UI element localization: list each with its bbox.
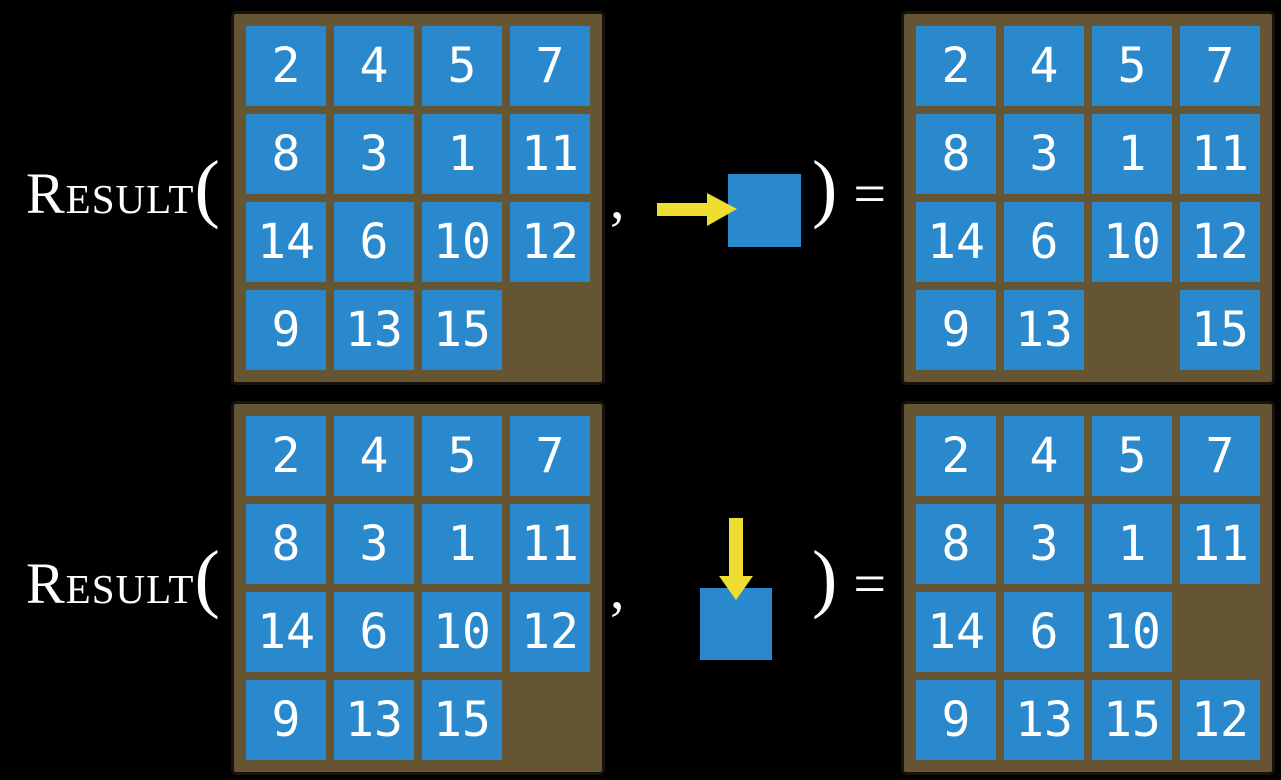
puzzle-tile: 8 [246, 114, 326, 194]
puzzle-tile: 9 [916, 680, 996, 760]
puzzle-tile: 13 [1004, 290, 1084, 370]
function-name: Result [26, 161, 195, 226]
puzzle-tile: 10 [1092, 592, 1172, 672]
puzzle-tile: 11 [510, 114, 590, 194]
puzzle-tile: 4 [1004, 26, 1084, 106]
puzzle-tile: 13 [334, 680, 414, 760]
puzzle-tile: 6 [334, 592, 414, 672]
close-paren-equals: ) = [812, 540, 886, 617]
puzzle-tile: 2 [246, 26, 326, 106]
puzzle-tile: 15 [1180, 290, 1260, 370]
function-name: Result [26, 551, 195, 616]
equals-sign: = [853, 161, 887, 226]
puzzle-tile: 13 [334, 290, 414, 370]
result-function-label: Result( [26, 150, 220, 227]
equals-sign: = [853, 551, 887, 616]
puzzle-tile: 9 [246, 680, 326, 760]
empty-cell [1092, 290, 1172, 370]
puzzle-tile: 15 [422, 680, 502, 760]
puzzle-tile: 10 [422, 202, 502, 282]
puzzle-tile: 4 [1004, 416, 1084, 496]
puzzle-tile: 1 [1092, 114, 1172, 194]
arrow-shaft [729, 518, 743, 578]
puzzle-tile: 6 [334, 202, 414, 282]
empty-cell [1180, 592, 1260, 672]
comma-separator: , [610, 166, 625, 231]
puzzle-tile: 12 [510, 202, 590, 282]
puzzle-tile: 7 [1180, 416, 1260, 496]
puzzle-tile: 8 [916, 114, 996, 194]
puzzle-tile: 3 [334, 114, 414, 194]
puzzle-tile: 14 [916, 592, 996, 672]
puzzle-tile: 5 [422, 26, 502, 106]
puzzle-tile: 12 [510, 592, 590, 672]
puzzle-tile: 5 [422, 416, 502, 496]
puzzle-tile: 6 [1004, 202, 1084, 282]
moved-tile-square [728, 174, 801, 247]
close-paren-icon: ) [812, 536, 838, 620]
puzzle-tile: 2 [916, 416, 996, 496]
arrow-down-icon [719, 518, 753, 600]
puzzle-tile: 15 [1092, 680, 1172, 760]
puzzle-tile: 14 [246, 202, 326, 282]
puzzle-tile: 8 [916, 504, 996, 584]
puzzle-tile: 5 [1092, 26, 1172, 106]
puzzle-tile: 13 [1004, 680, 1084, 760]
arrow-head [707, 193, 737, 226]
puzzle-tile: 3 [1004, 114, 1084, 194]
puzzle-tile: 2 [916, 26, 996, 106]
puzzle-tile: 8 [246, 504, 326, 584]
arrow-head [719, 576, 753, 600]
puzzle-tile: 1 [422, 504, 502, 584]
puzzle-tile: 7 [1180, 26, 1260, 106]
comma-separator: , [610, 556, 625, 621]
puzzle-tile: 7 [510, 26, 590, 106]
arrow-shaft [657, 203, 709, 216]
puzzle-tile: 3 [1004, 504, 1084, 584]
empty-cell [510, 680, 590, 760]
puzzle-tile: 9 [246, 290, 326, 370]
puzzle-tile: 11 [1180, 114, 1260, 194]
result-function-label: Result( [26, 540, 220, 617]
puzzle-tile: 14 [916, 202, 996, 282]
puzzle-tile: 6 [1004, 592, 1084, 672]
puzzle-tile: 11 [1180, 504, 1260, 584]
moved-tile-square [700, 588, 772, 660]
puzzle-tile: 11 [510, 504, 590, 584]
puzzle-tile: 7 [510, 416, 590, 496]
open-paren-icon: ( [194, 146, 220, 230]
puzzle-tile: 15 [422, 290, 502, 370]
puzzle-tile: 10 [422, 592, 502, 672]
puzzle-tile: 12 [1180, 202, 1260, 282]
arrow-right-icon [657, 193, 737, 226]
puzzle-tile: 4 [334, 26, 414, 106]
puzzle-tile: 12 [1180, 680, 1260, 760]
puzzle-tile: 1 [1092, 504, 1172, 584]
puzzle-tile: 2 [246, 416, 326, 496]
close-paren-icon: ) [812, 146, 838, 230]
puzzle-tile: 14 [246, 592, 326, 672]
puzzle-tile: 1 [422, 114, 502, 194]
puzzle-tile: 3 [334, 504, 414, 584]
open-paren-icon: ( [194, 536, 220, 620]
close-paren-equals: ) = [812, 150, 886, 227]
puzzle-tile: 10 [1092, 202, 1172, 282]
puzzle-tile: 4 [334, 416, 414, 496]
puzzle-tile: 5 [1092, 416, 1172, 496]
empty-cell [510, 290, 590, 370]
puzzle-tile: 9 [916, 290, 996, 370]
